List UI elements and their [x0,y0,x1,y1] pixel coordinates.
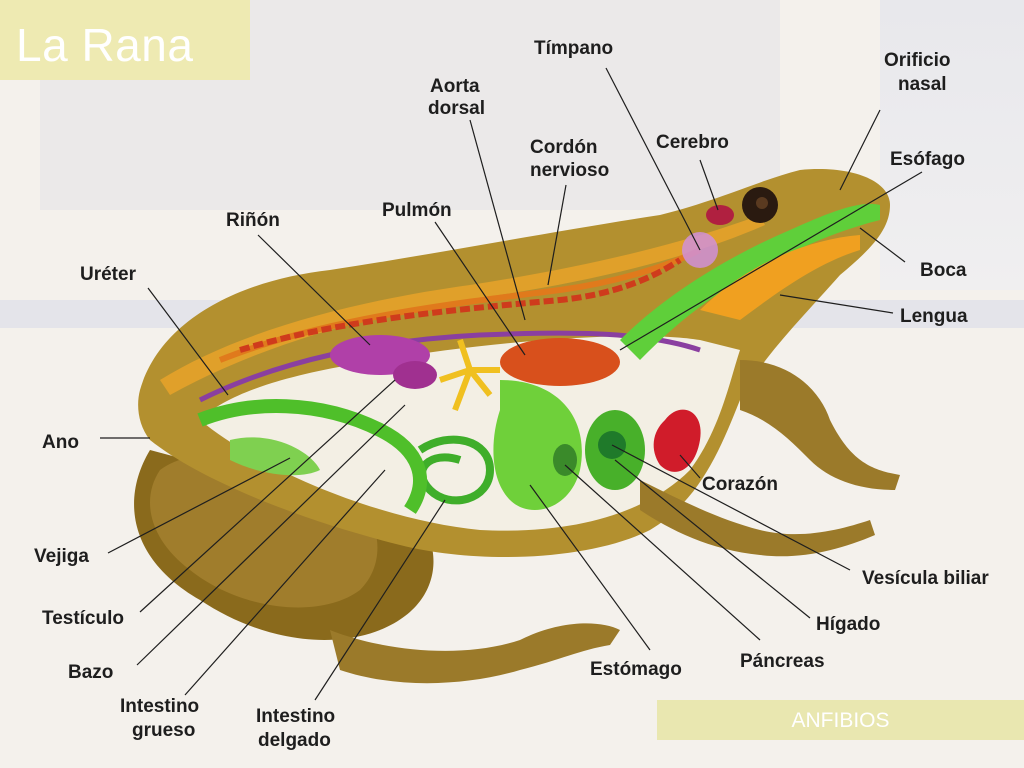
background-page-text [880,0,1024,290]
label-testiculo: Testículo [42,608,124,629]
stomach [493,380,582,510]
label-intestino-delgado-line1: Intestino [256,706,335,727]
label-boca: Boca [920,260,967,281]
pancreas [553,444,577,476]
small-intestine [417,435,495,505]
yellow-vessels [439,339,500,412]
heart [653,409,701,472]
label-timpano: Tímpano [534,38,613,59]
label-intestino-grueso-line1: Intestino [120,696,199,717]
label-orificio-nasal-line1: Orificio [884,50,951,71]
label-higado: Hígado [816,614,880,635]
page-title: La Rana [16,19,194,71]
label-ureter: Uréter [80,264,137,285]
label-vejiga: Vejiga [34,546,89,567]
label-cordon-line2: nervioso [530,160,609,181]
label-estomago: Estómago [590,659,682,680]
label-bazo: Bazo [68,662,113,683]
dorsal-aorta [239,257,682,353]
eye-pupil [756,197,768,209]
label-pancreas: Páncreas [740,651,825,672]
label-orificio-nasal-line2: nasal [898,74,947,95]
back-stripe [160,215,765,395]
label-ano: Ano [42,432,79,453]
footer-label: ANFIBIOS [791,709,890,732]
label-esofago: Esófago [890,149,965,170]
label-rinon: Riñón [226,210,280,231]
label-corazon: Corazón [702,474,778,495]
label-lengua: Lengua [900,306,968,327]
label-cordon-line1: Cordón [530,137,598,158]
label-aorta-line2: dorsal [428,98,485,119]
leader-lines [100,67,923,701]
tongue [700,235,860,320]
title-banner: La Rana [0,0,250,80]
esophagus [620,203,880,360]
label-vesicula-biliar: Vesícula biliar [862,568,989,589]
hind-foot [330,623,620,684]
front-leg [740,360,900,490]
label-intestino-delgado-line2: delgado [258,730,331,751]
label-aorta-line1: Aorta [430,76,480,97]
kidney-small [393,361,437,389]
front-arm [640,480,875,557]
large-intestine [197,399,427,514]
footer-banner: ANFIBIOS [657,700,1024,740]
testis-bladder [230,437,320,476]
label-intestino-grueso-line2: grueso [132,720,195,741]
label-pulmon: Pulmón [382,200,452,221]
lung [500,338,620,386]
brain [706,205,734,225]
label-cerebro: Cerebro [656,132,729,153]
